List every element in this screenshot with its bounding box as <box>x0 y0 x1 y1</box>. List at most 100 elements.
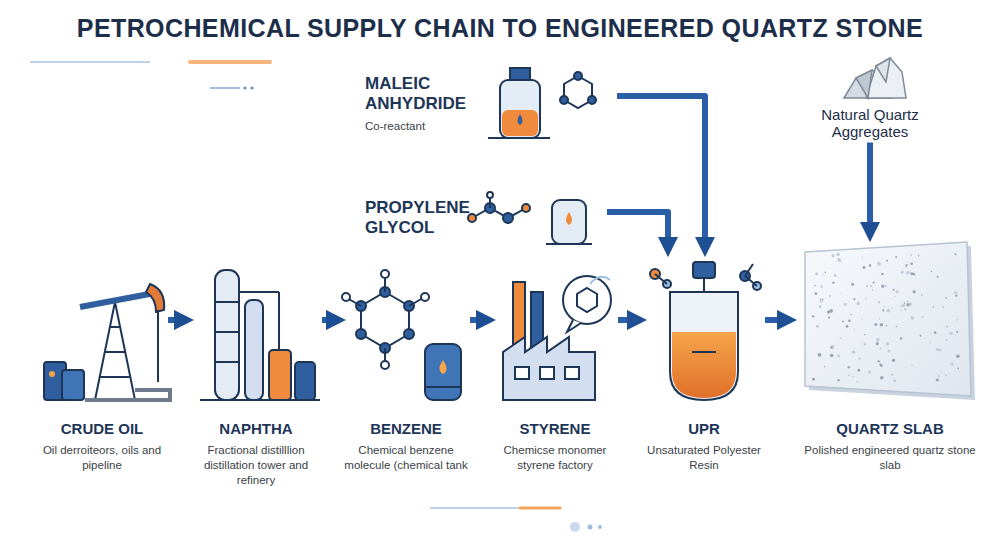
speckle-texture-part <box>918 255 920 257</box>
benzene-molecule-icon-part <box>384 348 386 362</box>
speckle-texture-part <box>895 256 897 258</box>
distillation-tower-icon <box>200 270 320 400</box>
speckle-texture-part <box>848 319 851 322</box>
decor-streaks-part <box>30 61 150 63</box>
speckle-texture-part <box>911 316 915 320</box>
speckle-texture-part <box>882 309 884 311</box>
speckle-texture-part <box>878 301 881 304</box>
benzene-molecule-icon-part <box>342 293 350 301</box>
propylene-glycol-icon-part <box>487 192 493 198</box>
decor-streaks-part <box>588 525 593 530</box>
speckle-texture-part <box>869 264 872 267</box>
speckle-texture-part <box>945 374 947 376</box>
factory-icon-part <box>515 367 529 379</box>
speckle-texture-part <box>876 338 880 342</box>
speckle-texture-part <box>863 343 866 346</box>
distillation-tower-icon-part <box>239 291 279 293</box>
speckle-texture-part <box>933 306 934 307</box>
speckle-texture-part <box>879 324 880 325</box>
flow-arrow <box>322 317 340 323</box>
speckle-texture-part <box>880 348 882 350</box>
speckle-texture-part <box>830 354 834 358</box>
speckle-texture-part <box>910 263 912 265</box>
reactor-vessel-icon-part <box>670 292 738 400</box>
decor-streaks-part <box>570 522 580 532</box>
speckle-texture-part <box>864 334 865 335</box>
speckle-texture-part <box>894 295 896 297</box>
speckle-texture-part <box>857 369 860 372</box>
speckle-texture-part <box>909 303 912 306</box>
maleic-icon-part <box>574 72 582 80</box>
quartz-rock-icon-part <box>876 58 890 82</box>
propylene-glycol-icon-part <box>546 243 592 245</box>
speckle-texture-part <box>906 271 910 275</box>
speckle-texture-part <box>905 266 906 267</box>
speckle-texture-part <box>885 285 887 287</box>
speckle-texture-part <box>820 286 822 288</box>
process-step: UPRUnsaturated Polyester Resin <box>645 255 763 473</box>
speckle-texture-part <box>904 302 905 303</box>
speckle-texture-part <box>900 310 901 311</box>
speckle-texture-part <box>920 335 922 337</box>
speckle-texture-part <box>937 348 940 351</box>
step-heading: CRUDE OIL <box>38 420 166 437</box>
speckle-texture-part <box>848 366 850 368</box>
speckle-texture-part <box>946 339 948 341</box>
propylene-glycol-icon-part <box>503 213 513 223</box>
step-heading: UPR <box>645 420 763 437</box>
flow-arrow <box>607 212 668 251</box>
speckle-texture-part <box>866 285 868 287</box>
speckle-texture-part <box>880 364 883 367</box>
process-step: NAPHTHAFractional distilllion distillati… <box>192 255 320 488</box>
speckle-texture-part <box>819 305 822 308</box>
speckle-texture-part <box>824 272 826 274</box>
speckle-texture-part <box>946 326 947 327</box>
factory-icon-part <box>577 288 597 312</box>
propylene-glycol-icon <box>468 192 592 244</box>
step-heading: NAPHTHA <box>192 420 320 437</box>
process-step: CRUDE OILOil derroiteors, oils and pipel… <box>38 255 166 473</box>
speckle-texture-part <box>956 319 957 320</box>
speckle-texture-part <box>900 337 902 339</box>
decor-streaks-part <box>430 507 520 509</box>
process-step: STYRENEChemicse monomer styrene factory <box>494 255 616 473</box>
reactor-vessel-icon <box>650 262 761 400</box>
speckle-texture-part <box>853 298 855 300</box>
speckle-texture-part <box>929 342 931 344</box>
speckle-texture-part <box>862 257 863 258</box>
speckle-texture-part <box>921 294 922 295</box>
speckle-texture-part <box>815 272 818 275</box>
flow-arrow <box>765 317 791 323</box>
step-caption: Chemicse monomer styrene factory <box>494 443 616 473</box>
distillation-tower-icon-part <box>215 331 239 333</box>
speckle-texture-part <box>827 310 830 313</box>
speckle-texture-part <box>950 363 953 366</box>
pump-jack-icon-part <box>62 370 84 400</box>
decor-streaks-part <box>210 87 240 89</box>
maleic-icon <box>488 68 596 138</box>
pump-jack-icon-part <box>146 284 164 312</box>
benzene-molecule-icon-part <box>361 292 409 348</box>
decor-streaks <box>30 62 602 532</box>
benzene-molecule-icon-part <box>425 386 461 388</box>
reactor-vessel-icon-part <box>655 274 667 284</box>
speckle-texture-part <box>901 271 904 274</box>
flow-arrow <box>618 317 641 323</box>
speckle-texture-part <box>828 316 830 318</box>
propylene-glycol-icon-part <box>552 200 586 244</box>
speckle-texture-part <box>872 290 873 291</box>
speckle-texture-part <box>850 314 851 315</box>
speckle-texture-part <box>887 350 890 353</box>
speckle-texture-part <box>868 370 871 373</box>
speckle-texture-part <box>873 281 875 283</box>
decor-streaks-part <box>190 60 270 64</box>
speckle-texture-part <box>880 323 884 327</box>
speckle-texture-part <box>859 357 861 359</box>
speckle-texture-part <box>945 297 947 299</box>
benzene-molecule-icon-part <box>381 361 389 369</box>
speckle-texture-part <box>836 253 839 256</box>
flow-arrow <box>168 317 188 323</box>
speckle-texture-part <box>911 254 912 255</box>
speckle-texture-part <box>906 303 909 306</box>
benzene-molecule-icon-part <box>356 287 414 353</box>
